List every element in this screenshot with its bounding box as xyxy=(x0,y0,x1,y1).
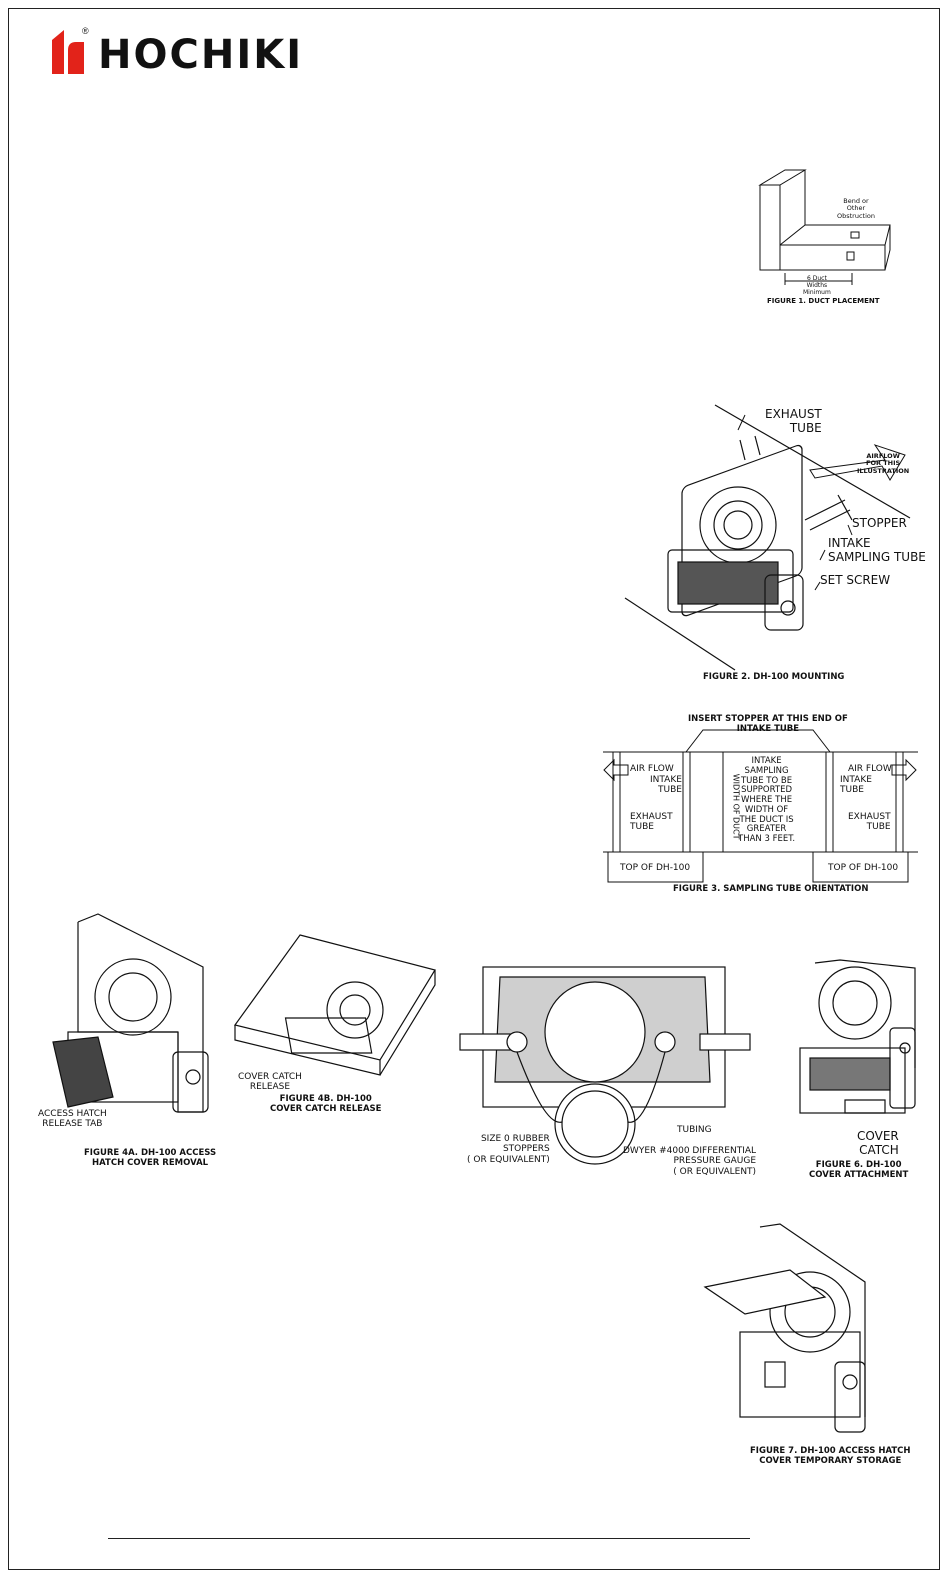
set-screw-label: SET SCREW xyxy=(820,573,891,587)
exhaust-right-label: EXHAUST TUBE xyxy=(848,812,891,833)
catch-release-drawing xyxy=(233,934,436,1076)
release-tab-label: ACCESS HATCH RELEASE TAB xyxy=(38,1109,107,1130)
figure-2-caption: FIGURE 2. DH-100 MOUNTING xyxy=(703,672,845,682)
hatch-removal-drawing xyxy=(52,913,209,1113)
figure-6-caption: FIGURE 6. DH-100 COVER ATTACHMENT xyxy=(809,1160,909,1181)
figure-7-caption: FIGURE 7. DH-100 ACCESS HATCH COVER TEMP… xyxy=(750,1446,911,1467)
airflow-left-label: AIR FLOW xyxy=(630,764,674,774)
figure-4a-caption: FIGURE 4A. DH-100 ACCESS HATCH COVER REM… xyxy=(84,1148,217,1169)
figure-6-cover-attachment: COVER CATCH FIGURE 6. DH-100 COVER ATTAC… xyxy=(795,958,925,1183)
figure-2-mounting: EXHAUST TUBE AIRFLOW FOR THIS ILLUSTRATI… xyxy=(620,400,926,685)
intake-sampling-tube-label: INTAKE SAMPLING TUBE xyxy=(828,536,926,564)
top-of-dh100-right: TOP OF DH-100 xyxy=(828,863,899,873)
figure-4b-caption: FIGURE 4B. DH-100 COVER CATCH RELEASE xyxy=(270,1094,382,1115)
airflow-right-label: AIR FLOW xyxy=(848,764,892,774)
duct-widths-label: 6 Duct Widths Minimum xyxy=(803,275,831,296)
cover-catch-label: COVER CATCH xyxy=(857,1129,899,1157)
exhaust-left-label: EXHAUST TUBE xyxy=(630,812,673,833)
tubing-label: TUBING xyxy=(677,1125,712,1135)
figure-3-caption: FIGURE 3. SAMPLING TUBE ORIENTATION xyxy=(673,884,869,894)
page-frame xyxy=(8,8,940,1570)
orientation-drawing xyxy=(603,729,918,883)
figure-7-hatch-temporary-storage: FIGURE 7. DH-100 ACCESS HATCH COVER TEMP… xyxy=(700,1222,915,1472)
duct-drawing xyxy=(758,169,891,285)
hochiki-logo: ® HOCHIKI xyxy=(50,26,340,78)
rubber-stoppers-label: SIZE 0 RUBBER STOPPERS ( OR EQUIVALENT) xyxy=(467,1134,550,1165)
exhaust-tube-label: EXHAUST TUBE xyxy=(765,407,822,435)
stopper-label: STOPPER xyxy=(852,516,907,530)
registered-mark: ® xyxy=(82,26,89,36)
cover-attachment-drawing xyxy=(799,959,916,1114)
top-of-dh100-left: TOP OF DH-100 xyxy=(620,863,691,873)
insert-stopper-label: INSERT STOPPER AT THIS END OF INTAKE TUB… xyxy=(688,714,848,735)
bend-label: Bend or Other Obstruction xyxy=(837,197,875,220)
airflow-label: AIRFLOW FOR THIS ILLUSTRATION xyxy=(857,452,910,475)
brand-name: HOCHIKI xyxy=(98,32,304,78)
support-note: INTAKE SAMPLING TUBE TO BE SUPPORTED WHE… xyxy=(738,756,796,845)
figure-1-caption: FIGURE 1. DUCT PLACEMENT xyxy=(767,297,880,305)
pressure-test-drawing xyxy=(459,966,751,1165)
figure-4b-cover-catch-release: COVER CATCH RELEASE FIGURE 4B. DH-100 CO… xyxy=(230,930,440,1120)
footer-divider xyxy=(108,1538,750,1539)
hatch-storage-drawing xyxy=(703,1223,866,1433)
mounting-drawing xyxy=(624,404,911,671)
figure-5-pressure-gauge-test: TUBING SIZE 0 RUBBER STOPPERS ( OR EQUIV… xyxy=(455,962,757,1177)
figure-4a-access-hatch-removal: ACCESS HATCH RELEASE TAB FIGURE 4A. DH-1… xyxy=(38,912,217,1177)
figure-1-duct-placement: Bend or Other Obstruction 6 Duct Widths … xyxy=(755,165,905,310)
dwyer-gauge-label: DWYER #4000 DIFFERENTIAL PRESSURE GAUGE … xyxy=(623,1146,757,1177)
cover-catch-release-label: COVER CATCH RELEASE xyxy=(238,1072,302,1093)
intake-left-label: INTAKE TUBE xyxy=(650,775,682,796)
hochiki-logo-mark-icon xyxy=(52,30,84,74)
figure-3-sampling-tube-orientation: INSERT STOPPER AT THIS END OF INTAKE TUB… xyxy=(598,712,923,897)
intake-right-label: INTAKE TUBE xyxy=(840,775,872,796)
